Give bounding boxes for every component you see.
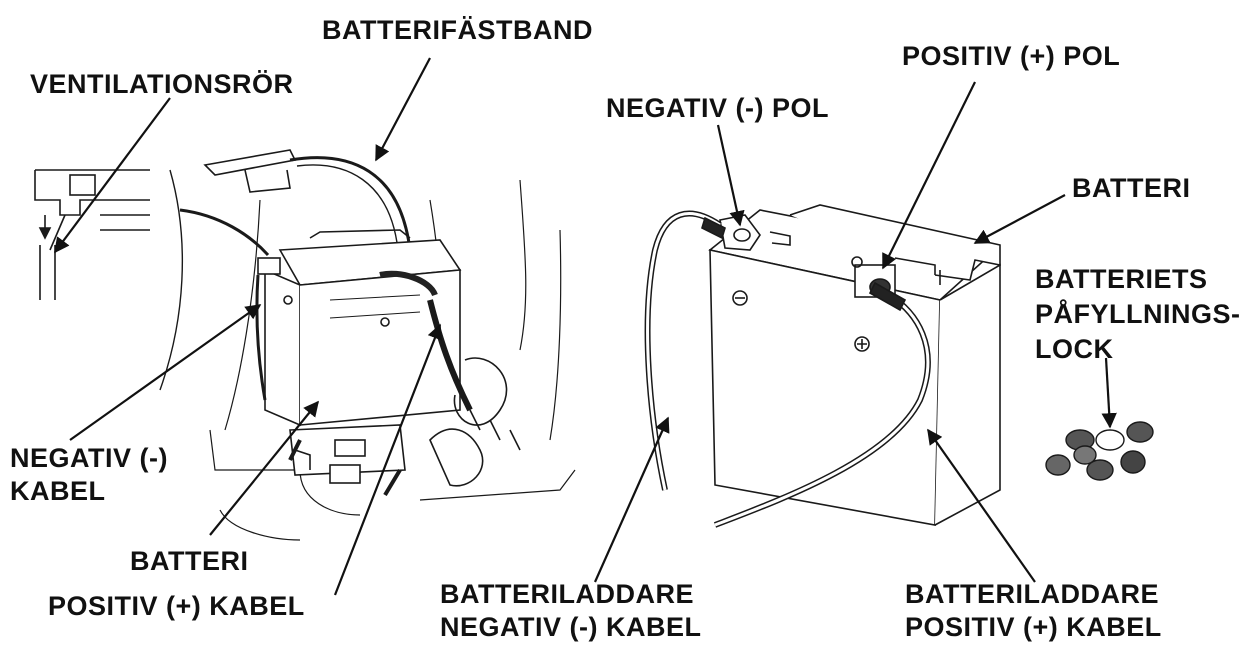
- plus-symbol-icon: [855, 337, 869, 351]
- label-negativ-kabel: NEGATIV (-) KABEL: [10, 442, 168, 508]
- label-text-line2: KABEL: [10, 475, 168, 508]
- label-negativ-pol: NEGATIV (-) POL: [606, 92, 829, 125]
- leader-negativ-pol: [718, 125, 740, 225]
- label-fill-caps: BATTERIETS PÅFYLLNINGS- LOCK: [1035, 262, 1241, 367]
- label-text-line1: BATTERILADDARE: [905, 578, 1162, 611]
- label-ventilationsror: VENTILATIONSRÖR: [30, 68, 294, 101]
- label-text: BATTERI: [130, 545, 249, 578]
- leader-batterifastband: [376, 58, 430, 160]
- zoom-circle-arc: [160, 170, 182, 390]
- label-text-line2: POSITIV (+) KABEL: [905, 611, 1162, 644]
- label-batterifastband: BATTERIFÄSTBAND: [322, 14, 593, 47]
- label-positiv-pol: POSITIV (+) POL: [902, 40, 1120, 73]
- fill-caps-group: [1046, 422, 1153, 480]
- label-batteri-left: BATTERI: [130, 545, 249, 578]
- leader-charger-neg: [595, 418, 668, 582]
- label-text: BATTERI: [1072, 172, 1191, 205]
- battery-strap: [205, 150, 410, 250]
- label-text: NEGATIV (-) POL: [606, 92, 829, 125]
- vent-tube-detail: [35, 170, 150, 300]
- label-batteri-right: BATTERI: [1072, 172, 1191, 205]
- leader-batteri-right: [975, 195, 1065, 243]
- label-text-line2: PÅFYLLNINGS-: [1035, 297, 1241, 332]
- label-text-line1: BATTERIETS: [1035, 262, 1241, 297]
- label-charger-positive: BATTERILADDARE POSITIV (+) KABEL: [905, 578, 1162, 644]
- label-text-line1: NEGATIV (-): [10, 442, 168, 475]
- label-text-line1: BATTERILADDARE: [440, 578, 701, 611]
- label-text-line3: LOCK: [1035, 332, 1241, 367]
- leader-fill-caps: [1106, 358, 1110, 427]
- leader-negativ-kabel: [70, 305, 260, 440]
- label-text-line2: NEGATIV (-) KABEL: [440, 611, 701, 644]
- label-positiv-kabel: POSITIV (+) KABEL: [48, 590, 305, 623]
- label-text: VENTILATIONSRÖR: [30, 68, 294, 101]
- label-text: BATTERIFÄSTBAND: [322, 14, 593, 47]
- zoom-connector-line: [180, 210, 268, 255]
- label-charger-negative: BATTERILADDARE NEGATIV (-) KABEL: [440, 578, 701, 644]
- label-text: POSITIV (+) KABEL: [48, 590, 305, 623]
- label-text: POSITIV (+) POL: [902, 40, 1120, 73]
